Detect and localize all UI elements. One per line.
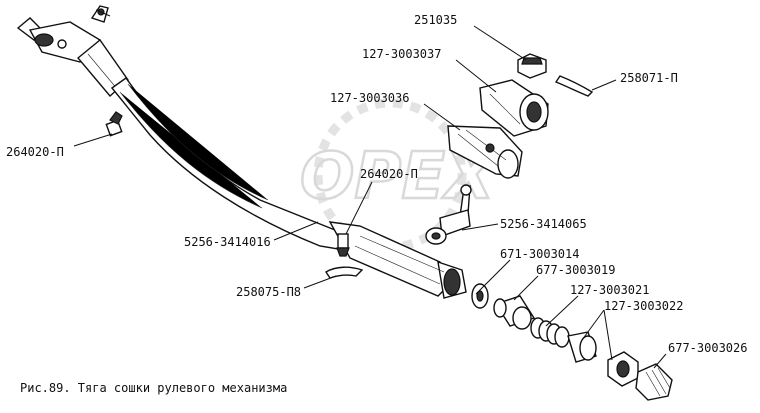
label-127-3003037: 127-3003037 (362, 47, 441, 61)
sleeve-127-3003036 (447, 125, 523, 179)
nut-127-3003022 (607, 351, 639, 387)
cotter-pin-bottom (325, 266, 364, 279)
insert-677-3003019 (493, 295, 536, 330)
grease-fitting-mid (336, 233, 350, 257)
label-251035: 251035 (414, 13, 457, 27)
castle-nut-251035 (517, 53, 547, 79)
plug-677-3003026 (635, 363, 673, 401)
ball-pin-5256-3414065 (425, 184, 472, 245)
label-671-3003014: 671-3003014 (500, 247, 579, 261)
label-127-3003021: 127-3003021 (570, 283, 649, 297)
label-127-3003036: 127-3003036 (330, 91, 409, 105)
label-258075-p8: 258075-П8 (236, 285, 301, 299)
clamp-127-3003037 (479, 79, 549, 137)
washer-671-3003014 (471, 283, 489, 309)
grease-fitting-left (105, 111, 123, 137)
label-5256-3414065: 5256-3414065 (500, 217, 587, 231)
spring-127-3003021 (530, 317, 570, 348)
label-677-3003026: 677-3003026 (668, 341, 747, 355)
label-264020-p-left: 264020-П (6, 145, 64, 159)
label-677-3003019: 677-3003019 (536, 263, 615, 277)
label-5256-3414016: 5256-3414016 (184, 235, 271, 249)
label-127-3003022: 127-3003022 (604, 299, 683, 313)
label-258071-p: 258071-П (620, 71, 678, 85)
cotter-pin-258071 (554, 75, 594, 97)
figure-caption: Рис.89. Тяга сошки рулевого механизма (20, 381, 287, 395)
leader-lines (73, 25, 667, 369)
main-rod (16, 5, 467, 299)
label-264020-p-mid: 264020-П (360, 167, 418, 181)
bushing-127-3003022 (567, 331, 597, 363)
part-labels: 251035 127-3003037 258071-П 127-3003036 … (6, 13, 747, 355)
